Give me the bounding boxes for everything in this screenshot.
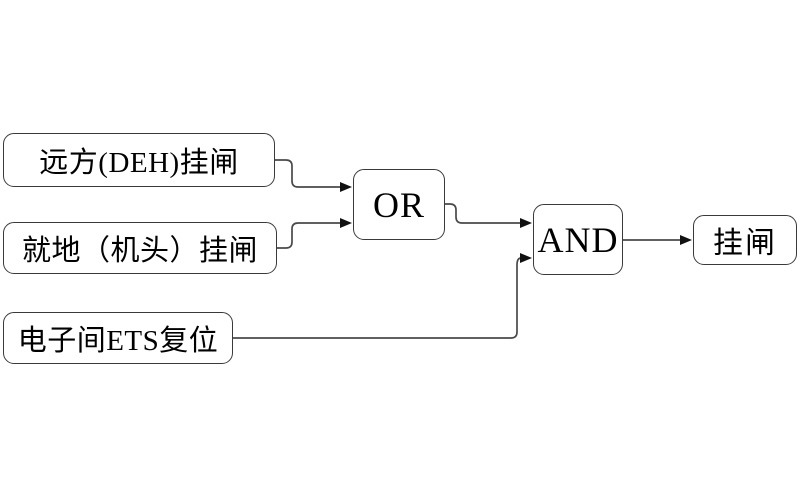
wire: [445, 203, 520, 224]
connector-remote-to-or: [275, 159, 352, 192]
connector-and-to-output: [623, 235, 692, 245]
arrowhead: [340, 218, 352, 228]
node-input-ets-reset: 电子间ETS复位: [3, 312, 233, 364]
node-or-gate: OR: [353, 169, 445, 240]
connector-ets-to-and: [233, 253, 532, 339]
node-label: OR: [372, 184, 425, 225]
node-input-remote-deh: 远方(DEH)挂闸: [3, 133, 275, 187]
node-label: 电子间ETS复位: [17, 325, 219, 357]
connector-or-to-and: [445, 203, 532, 228]
arrowhead: [520, 253, 532, 263]
wire: [233, 257, 522, 339]
wire: [277, 222, 340, 249]
arrowhead: [680, 235, 692, 245]
node-label: 就地（机头）挂闸: [21, 235, 258, 267]
node-output-latch: 挂闸: [693, 215, 797, 265]
node-and-gate: AND: [533, 204, 623, 275]
node-label: 挂闸: [713, 227, 777, 260]
arrowhead: [340, 182, 352, 192]
connector-local-to-or: [277, 218, 352, 249]
wire: [275, 159, 340, 188]
arrowhead: [520, 218, 532, 228]
node-label: 远方(DEH)挂闸: [39, 147, 239, 179]
node-input-local-machine-head: 就地（机头）挂闸: [3, 222, 277, 274]
node-label: AND: [537, 219, 619, 260]
